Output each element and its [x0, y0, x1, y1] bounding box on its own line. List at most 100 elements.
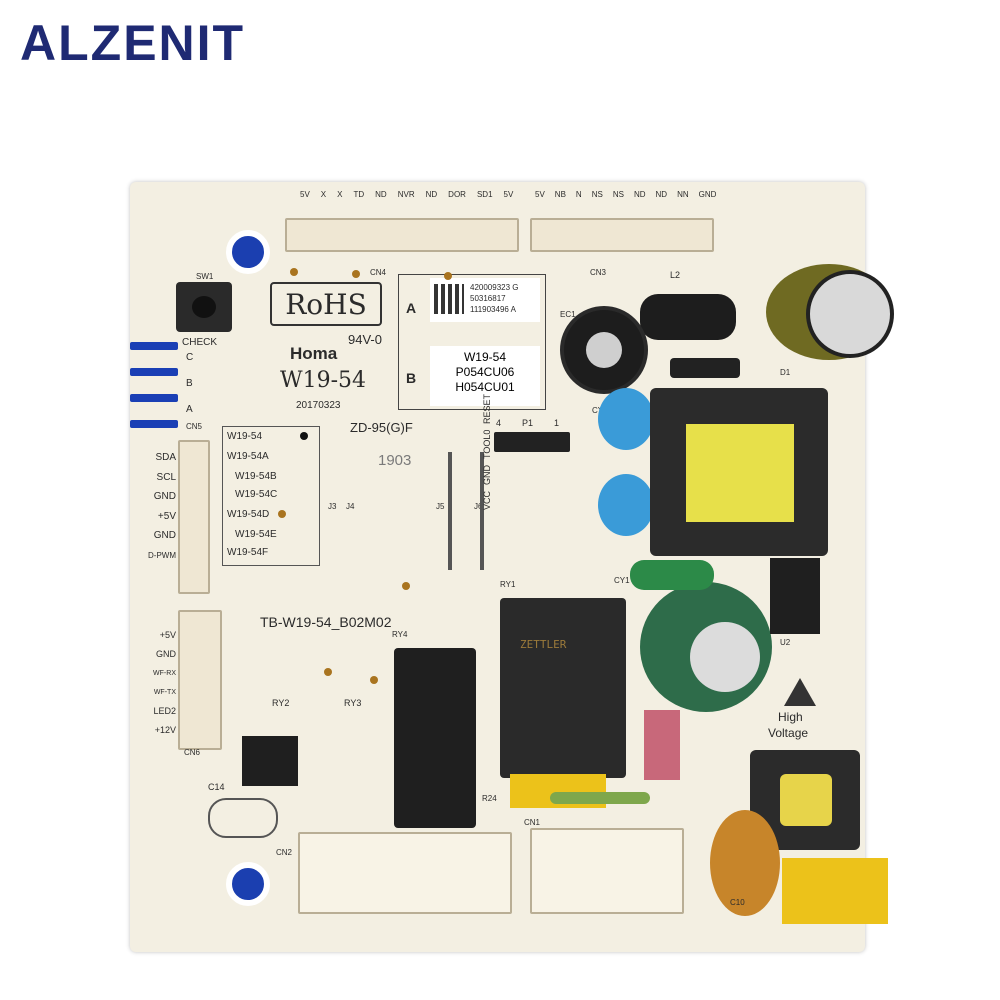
hv-text-2: Voltage	[768, 726, 809, 740]
cn4-connector	[285, 218, 519, 252]
qr-line-1: 420009323 G	[470, 283, 519, 292]
cy1-label: CY1	[614, 576, 630, 585]
qr-sticker: 420009323 G 50316817 111903496 A	[430, 278, 540, 322]
ec1-capacitor	[560, 306, 648, 394]
transformer	[650, 388, 828, 556]
d1-label: D1	[780, 368, 791, 377]
mounting-hole-bottom	[226, 862, 270, 906]
cn5-label: CN5	[186, 422, 203, 431]
c10-label: C10	[730, 898, 745, 907]
variant-3: W19-54C	[235, 489, 278, 500]
ry3-label: RY3	[344, 698, 362, 708]
abc-b: B	[186, 378, 193, 389]
jumper-wire-2	[480, 452, 484, 570]
check-label: CHECK	[182, 337, 218, 348]
sticker-line-2: P054CU06	[455, 365, 515, 379]
qr-line-2: 50316817	[470, 294, 506, 303]
j6-label: J6	[474, 502, 483, 511]
cn5-connector	[178, 440, 210, 594]
c14-capacitor	[208, 798, 278, 838]
sticker-line-1: W19-54	[463, 350, 507, 364]
cn6-label: CN6	[184, 748, 201, 757]
cn1-label: CN1	[524, 818, 541, 827]
zd-code: ZD-95(G)F	[350, 420, 413, 435]
varistor	[710, 810, 780, 916]
selected-variant-dot	[300, 432, 308, 440]
x-capacitor	[782, 858, 888, 924]
p1-label: P1	[522, 418, 534, 428]
edge-tab-4	[130, 420, 178, 428]
yellow-capacitor	[766, 264, 894, 360]
j5-label: J5	[436, 502, 445, 511]
u2-label: U2	[780, 638, 791, 647]
label-a: A	[406, 300, 417, 316]
r24-label: R24	[482, 794, 497, 803]
ry4-relay	[394, 648, 476, 828]
pad	[352, 270, 360, 278]
edge-tab-1	[130, 342, 178, 350]
pad	[324, 668, 332, 676]
sticker-area	[398, 274, 546, 410]
edge-tab-2	[130, 368, 178, 376]
label-b: B	[406, 370, 417, 386]
pad	[278, 510, 286, 518]
relay-brand: ZETTLER	[520, 638, 567, 651]
j4-label: J4	[346, 502, 355, 511]
maker-label: Homa	[290, 344, 338, 363]
l2-inductor	[640, 294, 736, 340]
variant-6: W19-54F	[227, 547, 269, 558]
ry2-ic	[242, 736, 298, 786]
l2-label: L2	[670, 270, 681, 280]
ry2-label: RY2	[272, 698, 290, 708]
p1-header	[494, 432, 570, 452]
cn6-connector	[178, 610, 222, 750]
variant-4: W19-54D	[227, 509, 270, 520]
pad	[370, 676, 378, 684]
rohs-mark: RoHS	[270, 282, 382, 326]
qr-code-icon	[434, 284, 464, 314]
pad	[444, 272, 452, 280]
ry1-relay: ZETTLER	[500, 598, 626, 778]
r24-resistor	[550, 792, 650, 804]
variant-5: W19-54E	[235, 529, 277, 540]
variant-2: W19-54B	[235, 471, 277, 482]
model-sticker: W19-54 P054CU06 H054CU01	[430, 346, 540, 406]
ry4-label: RY4	[392, 630, 408, 639]
brand-logo: ALZENIT	[20, 15, 246, 71]
cn3-connector	[530, 218, 714, 252]
jumper-wire	[448, 452, 452, 570]
green-film-cap	[630, 560, 714, 590]
u2-chip	[770, 558, 820, 634]
pn-label: TB-W19-54_B02M02	[260, 614, 392, 630]
cn3-label: CN3	[590, 268, 607, 277]
c14-label: C14	[208, 782, 225, 792]
pink-capacitor	[644, 710, 680, 780]
sw1-label: SW1	[196, 272, 214, 281]
pad	[290, 268, 298, 276]
sticker-line-3: H054CU01	[455, 380, 515, 394]
abc-c: C	[186, 352, 194, 363]
ry1-label: RY1	[500, 580, 516, 589]
variant-0: W19-54	[227, 431, 263, 442]
j3-label: J3	[328, 502, 337, 511]
pad	[402, 582, 410, 590]
cn2-label: CN2	[276, 848, 293, 857]
cn1-connector	[530, 828, 684, 914]
flame-rating: 94V-0	[348, 332, 382, 347]
cn4-label: CN4	[370, 268, 387, 277]
hv-text-1: High	[778, 710, 803, 724]
abc-a: A	[186, 404, 193, 415]
stamp-code: 1903	[378, 452, 412, 469]
sw1-button[interactable]	[176, 282, 232, 332]
mounting-hole-top	[226, 230, 270, 274]
cn2-connector	[298, 832, 512, 914]
ec1-label: EC1	[560, 310, 576, 319]
cy1-capacitor	[598, 474, 654, 536]
qr-line-3: 111903496 A	[470, 305, 516, 314]
green-capacitor	[640, 582, 772, 712]
